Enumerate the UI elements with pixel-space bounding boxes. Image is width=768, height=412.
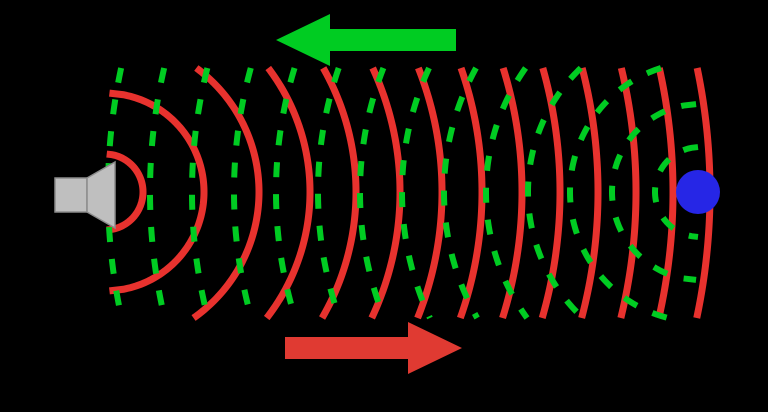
red-wavefront-0 xyxy=(106,150,147,234)
green-wavefront-5 xyxy=(441,66,480,320)
green-wavefront-group xyxy=(105,65,699,321)
green-wavefront-3 xyxy=(525,65,585,321)
green-wavefront-11 xyxy=(189,67,211,319)
green-wavefront-2 xyxy=(567,65,669,321)
speaker-sound-source xyxy=(54,160,116,230)
red-wavefront-7 xyxy=(457,66,486,320)
observer-blue-dot xyxy=(676,170,720,214)
red-wavefront-1 xyxy=(109,89,208,295)
green-wavefront-7 xyxy=(357,66,388,320)
red-wavefront-11 xyxy=(617,67,640,319)
green-wavefront-8 xyxy=(315,67,343,319)
red-wavefront-2 xyxy=(191,65,263,321)
red-wavefront-8 xyxy=(499,66,526,320)
green-wavefront-1 xyxy=(608,101,697,283)
red-wavefront-4 xyxy=(319,66,360,320)
green-wavefront-12 xyxy=(147,67,168,319)
observer-motion-arrow-left xyxy=(276,14,456,66)
red-wavefront-12 xyxy=(655,67,677,319)
speaker-cone-shape xyxy=(86,160,116,230)
green-wavefront-4 xyxy=(483,66,530,320)
green-wavefront-10 xyxy=(231,67,255,319)
green-wavefront-13 xyxy=(105,67,125,319)
source-motion-arrow-right xyxy=(285,322,462,374)
red-wavefront-10 xyxy=(578,67,602,319)
green-wavefront-9 xyxy=(273,67,299,319)
green-wavefront-6 xyxy=(399,66,433,320)
green-wavefront-0 xyxy=(651,144,699,240)
speaker-body-rect xyxy=(54,177,88,213)
red-wavefront-3 xyxy=(263,65,314,321)
